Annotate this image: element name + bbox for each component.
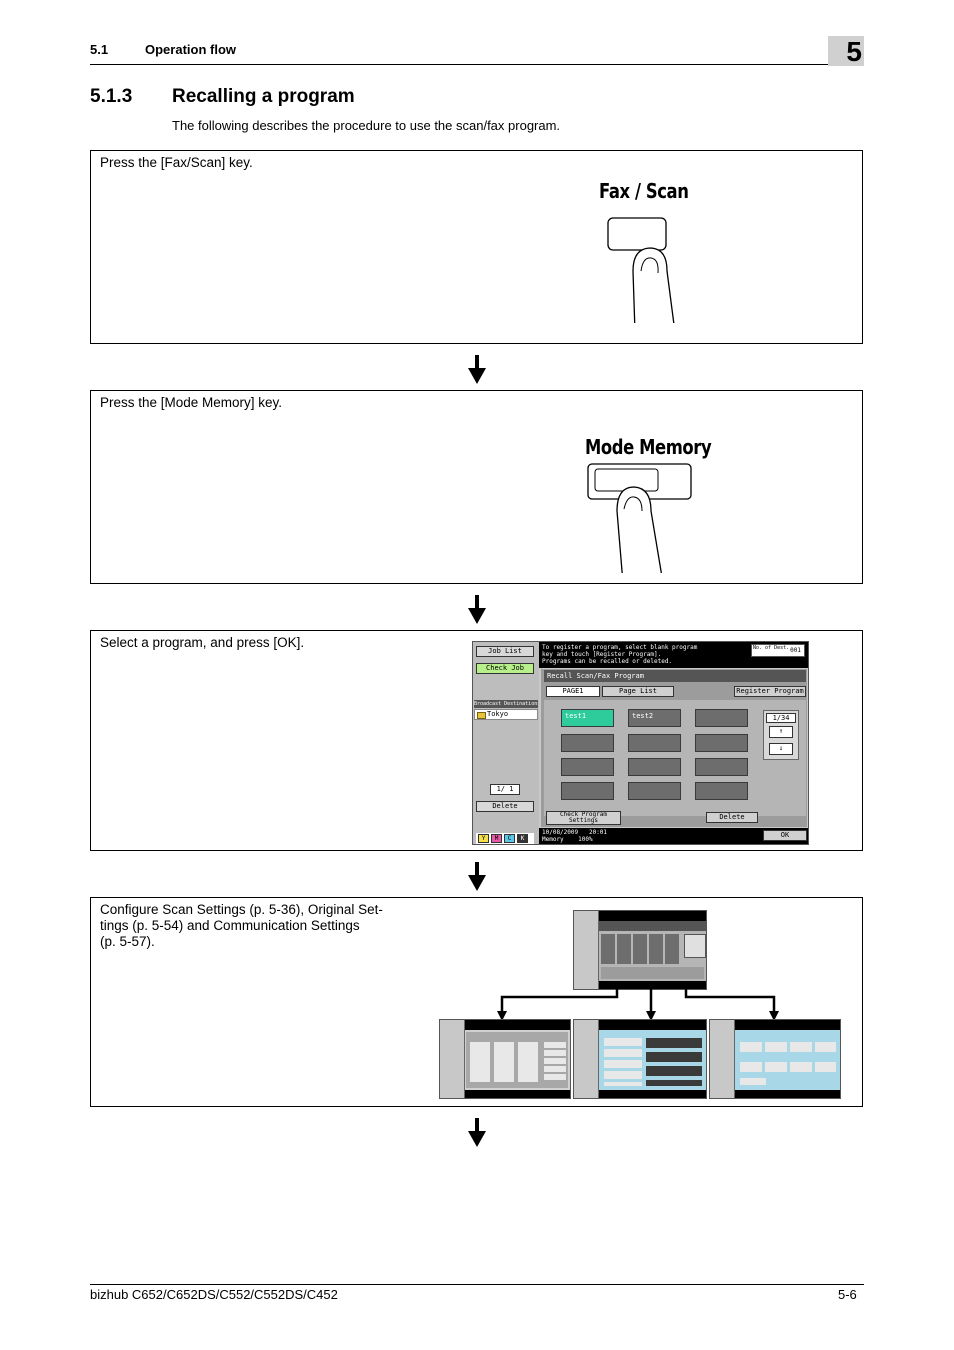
status-time: 20:01: [589, 829, 607, 836]
program-key-blank[interactable]: [561, 758, 614, 776]
program-key-test1[interactable]: test1: [561, 709, 614, 727]
flow-arrow-down-icon: [467, 595, 487, 625]
dest-count-value: 001: [790, 648, 801, 653]
mode-memory-key-label: Mode Memory: [585, 435, 711, 459]
program-key-blank[interactable]: [561, 734, 614, 752]
communication-settings-screen-thumbnail: [709, 1019, 841, 1099]
section-intro: The following describes the procedure to…: [172, 118, 560, 133]
step-2-text: Press the [Mode Memory] key.: [100, 395, 282, 411]
section-number: 5.1.3: [90, 86, 132, 108]
folder-icon: [477, 712, 486, 719]
header-section-number: 5.1: [90, 42, 108, 57]
finger-press-key-icon: [587, 463, 697, 573]
register-program-button[interactable]: Register Program: [734, 686, 806, 697]
step-3-text: Select a program, and press [OK].: [100, 635, 304, 651]
finger-press-key-icon: [601, 213, 691, 323]
header-rule: [90, 64, 864, 65]
check-program-settings-button[interactable]: Check Program Settings: [546, 811, 621, 825]
recall-program-screen: Job List Check Job Broadcast Destination…: [472, 641, 809, 845]
page-up-arrow-icon[interactable]: ↑: [769, 726, 793, 738]
footer-rule: [90, 1284, 864, 1285]
step-box-4: Configure Scan Settings (p. 5-36), Origi…: [90, 897, 863, 1107]
destination-item[interactable]: Tokyo: [474, 709, 538, 720]
delete-destination-button[interactable]: Delete: [476, 801, 534, 812]
panel-title: Recall Scan/Fax Program: [544, 670, 806, 682]
toner-cyan: C: [504, 834, 515, 843]
scan-settings-screen-thumbnail: [439, 1019, 571, 1099]
footer-page-number: 5-6: [838, 1287, 857, 1302]
fax-scan-key-label: Fax / Scan: [599, 179, 688, 203]
toner-indicator: Y M C K: [476, 833, 534, 844]
program-key-blank[interactable]: [561, 782, 614, 800]
ok-button[interactable]: OK: [763, 830, 807, 841]
tab-page-list[interactable]: Page List: [602, 686, 674, 697]
memory-label: Memory: [542, 836, 564, 843]
flow-arrow-down-icon: [467, 1118, 487, 1148]
fax-scan-main-screen-thumbnail: [573, 910, 707, 990]
pager-counter: 1/34: [766, 713, 796, 723]
step-4-line-3: (p. 5-57).: [100, 934, 383, 950]
program-key-blank[interactable]: [695, 782, 748, 800]
original-settings-screen-thumbnail: [573, 1019, 707, 1099]
step-4-text: Configure Scan Settings (p. 5-36), Origi…: [100, 902, 383, 950]
tab-page1[interactable]: PAGE1: [546, 686, 600, 697]
step-4-line-1: Configure Scan Settings (p. 5-36), Origi…: [100, 902, 383, 918]
footer-model: bizhub C652/C652DS/C552/C552DS/C452: [90, 1287, 338, 1302]
page-down-arrow-icon[interactable]: ↓: [769, 743, 793, 755]
dest-count-label: No. of Dest.: [753, 645, 789, 651]
header-section-title: Operation flow: [145, 42, 236, 57]
program-key-blank[interactable]: [695, 709, 748, 727]
step-box-2: Press the [Mode Memory] key. Mode Memory: [90, 390, 863, 584]
delete-program-button[interactable]: Delete: [706, 812, 758, 823]
flow-arrow-down-icon: [467, 355, 487, 385]
status-date: 10/08/2009: [542, 829, 578, 836]
program-key-blank[interactable]: [628, 758, 681, 776]
program-key-test2[interactable]: test2: [628, 709, 681, 727]
broadcast-destinations-header: Broadcast Destinations: [474, 700, 538, 708]
program-key-blank[interactable]: [628, 782, 681, 800]
dest-count-box: No. of Dest. 001: [751, 644, 805, 657]
program-key-blank[interactable]: [695, 758, 748, 776]
branch-arrows-icon: [486, 983, 786, 1023]
step-4-line-2: tings (p. 5-54) and Communication Settin…: [100, 918, 383, 934]
step-1-text: Press the [Fax/Scan] key.: [100, 155, 253, 171]
message-line-3: Programs can be recalled or deleted.: [542, 658, 805, 665]
memory-value: 100%: [578, 836, 592, 843]
check-job-button[interactable]: Check Job: [476, 663, 534, 674]
toner-magenta: M: [491, 834, 502, 843]
step-box-3: Select a program, and press [OK]. Job Li…: [90, 630, 863, 851]
program-key-blank[interactable]: [628, 734, 681, 752]
job-list-button[interactable]: Job List: [476, 646, 534, 657]
chapter-badge: 5: [828, 36, 864, 66]
toner-black: K: [517, 834, 528, 843]
toner-yellow: Y: [478, 834, 489, 843]
step-box-1: Press the [Fax/Scan] key. Fax / Scan: [90, 150, 863, 344]
program-key-blank[interactable]: [695, 734, 748, 752]
flow-arrow-down-icon: [467, 862, 487, 892]
section-title: Recalling a program: [172, 86, 355, 108]
page-counter: 1/ 1: [490, 784, 520, 795]
destination-name: Tokyo: [487, 710, 508, 718]
